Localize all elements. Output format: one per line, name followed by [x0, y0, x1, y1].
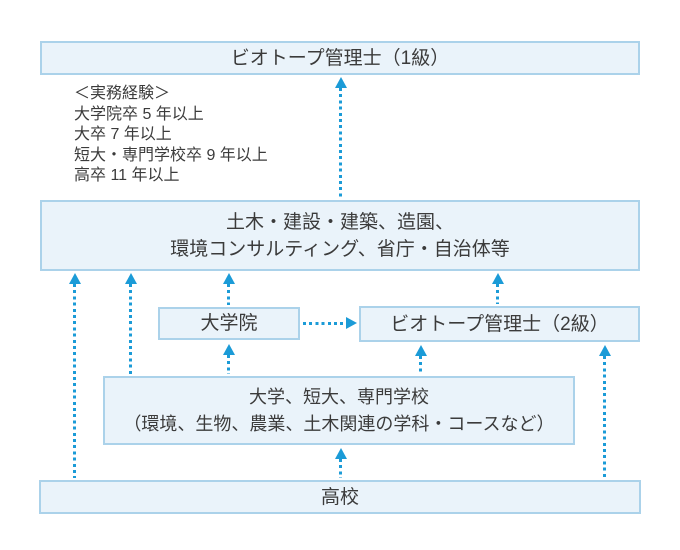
box-grad-school: 大学院 — [158, 307, 300, 340]
experience-note-line-highschool: 高卒 11 年以上 — [74, 167, 180, 184]
arrow-dotted-line — [419, 356, 422, 374]
arrow-head-up-icon — [222, 273, 235, 284]
experience-note-line-gradschool: 大学院卒 5 年以上 — [74, 105, 204, 123]
arrow-dotted-line — [603, 356, 606, 478]
arrow-dotted-line — [73, 284, 76, 478]
arrow-head-up-icon — [222, 344, 235, 355]
experience-note: ＜実務経験＞ 大学院卒 5 年以上 大卒 7 年以上 短大・専門学校卒 9 年以… — [74, 84, 268, 187]
arrow-dotted-line — [496, 284, 499, 304]
arrow-university-to-level2 — [414, 345, 427, 374]
arrow-head-up-icon — [414, 345, 427, 356]
box-grad-school-label: 大学院 — [200, 313, 258, 334]
experience-note-line-college: 短大・専門学校卒 9 年以上 — [74, 146, 268, 164]
arrow-dotted-line — [339, 459, 342, 478]
box-university-line1: 大学、短大、専門学校 — [249, 386, 429, 407]
arrow-highschool-to-organizations — [68, 273, 81, 478]
arrow-head-right-icon — [346, 317, 357, 329]
box-university-line2: （環境、生物、農業、土木関連の学科・コースなど） — [123, 413, 555, 434]
arrow-dotted-line — [129, 284, 132, 374]
box-biotope-manager-level1: ビオトープ管理士（1級） — [40, 41, 640, 75]
box-organizations-line2: 環境コンサルティング、省庁・自治体等 — [170, 238, 510, 260]
box-biotope-manager-level2-label: ビオトープ管理士（2級） — [390, 313, 609, 335]
box-high-school-label: 高校 — [320, 486, 359, 508]
arrow-head-up-icon — [491, 273, 504, 284]
arrow-dotted-line — [227, 355, 230, 374]
arrow-head-up-icon — [334, 77, 347, 88]
arrow-gradschool-to-level2 — [303, 317, 357, 330]
arrow-university-to-organizations — [124, 273, 137, 374]
box-university: 大学、短大、専門学校 （環境、生物、農業、土木関連の学科・コースなど） — [103, 376, 575, 445]
arrow-head-up-icon — [124, 273, 137, 284]
arrow-organizations-to-level1 — [334, 77, 347, 198]
experience-note-heading: ＜実務経験＞ — [74, 85, 171, 102]
arrow-level2-to-organizations — [491, 273, 504, 304]
arrow-head-up-icon — [334, 448, 347, 459]
arrow-dotted-line — [339, 88, 342, 198]
box-organizations-line1: 土木・建設・建築、造園、 — [225, 211, 454, 233]
box-high-school: 高校 — [39, 480, 641, 514]
arrow-dotted-line — [303, 322, 346, 325]
box-organizations: 土木・建設・建築、造園、 環境コンサルティング、省庁・自治体等 — [40, 200, 640, 271]
arrow-head-up-icon — [68, 273, 81, 284]
arrow-highschool-to-level2 — [598, 345, 611, 478]
arrow-dotted-line — [227, 284, 230, 305]
arrow-gradschool-to-organizations — [222, 273, 235, 305]
arrow-head-up-icon — [598, 345, 611, 356]
box-biotope-manager-level1-label: ビオトープ管理士（1級） — [230, 47, 450, 69]
experience-note-line-university: 大卒 7 年以上 — [74, 126, 172, 143]
arrow-highschool-to-university — [334, 448, 347, 478]
arrow-university-to-gradschool — [222, 344, 235, 374]
box-biotope-manager-level2: ビオトープ管理士（2級） — [359, 306, 640, 342]
